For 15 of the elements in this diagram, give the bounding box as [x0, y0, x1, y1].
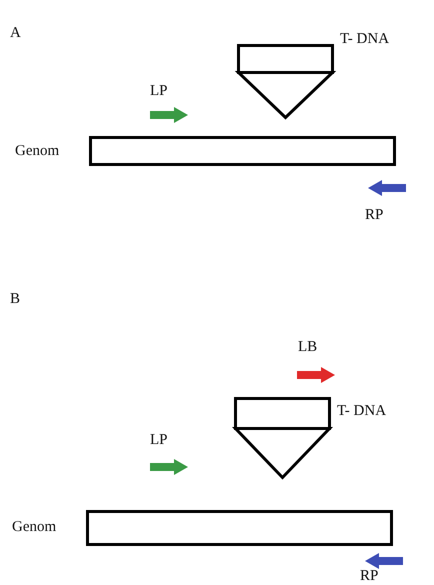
primer-label: RP [365, 208, 384, 223]
genome-bar [86, 510, 393, 546]
t-dna-insert [234, 397, 331, 479]
genome-bar [89, 136, 396, 166]
primer-label: LP [150, 84, 168, 99]
genome-label: Genom [12, 520, 56, 535]
t-dna-insert [237, 44, 334, 119]
primer-label: LP [150, 433, 168, 448]
panel-label: B [10, 292, 20, 307]
genome-label: Genom [15, 144, 60, 159]
primer-label: RP [360, 569, 378, 584]
insert-label: T- DNA [337, 404, 386, 419]
primer-label: LB [298, 340, 318, 355]
insert-label: T- DNA [340, 32, 390, 47]
panel-label: A [10, 26, 21, 41]
